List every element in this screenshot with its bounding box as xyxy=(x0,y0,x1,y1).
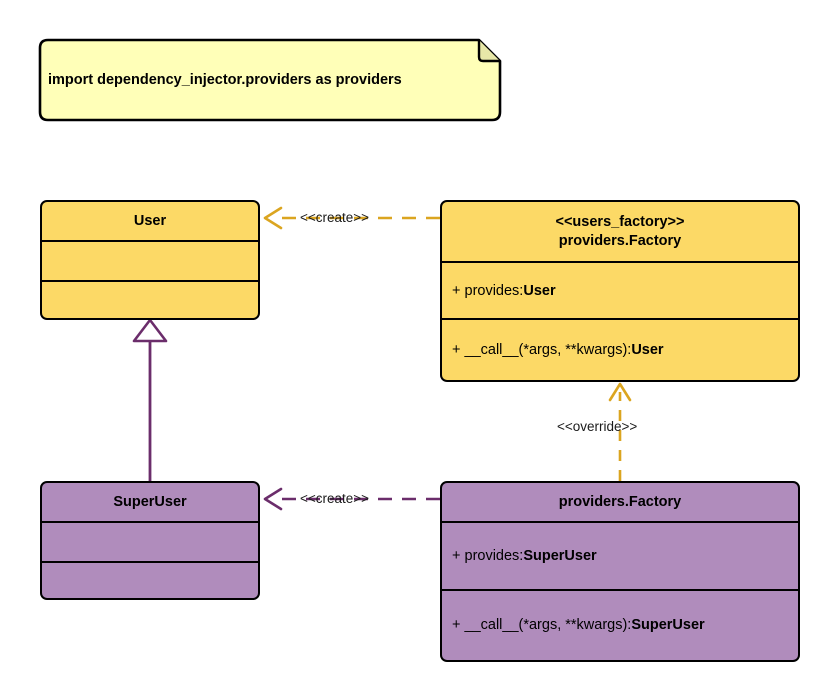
class-name-providers-factory: providers.Factory xyxy=(558,493,682,510)
edge-label-create-user: <<create>> xyxy=(300,210,370,225)
class-box-superuser[interactable]: SuperUser xyxy=(40,481,260,600)
relation-create-superuser xyxy=(263,487,440,511)
class-name-user: User xyxy=(133,212,167,229)
class-name-users-factory: providers.Factory xyxy=(558,232,682,249)
class-attributes-superuser xyxy=(42,521,258,561)
method-label: __call__(*args, **kwargs): xyxy=(464,617,632,633)
class-title-users-factory: <<users_factory>> providers.Factory xyxy=(442,202,798,261)
class-stereotype-users-factory: <<users_factory>> xyxy=(555,213,685,230)
class-title-superuser: SuperUser xyxy=(42,483,258,521)
edge-label-create-superuser: <<create>> xyxy=(300,491,370,506)
attribute-visibility: + xyxy=(452,282,461,299)
class-method-row: + __call__(*args, **kwargs): SuperUser xyxy=(442,589,798,659)
class-box-user[interactable]: User xyxy=(40,200,260,320)
class-name-superuser: SuperUser xyxy=(113,493,187,510)
attribute-type: SuperUser xyxy=(523,548,597,564)
class-box-providers-factory[interactable]: providers.Factory + provides: SuperUser … xyxy=(440,481,800,662)
method-label: __call__(*args, **kwargs): xyxy=(464,341,632,358)
method-type: User xyxy=(631,341,664,358)
note-shape xyxy=(38,38,502,122)
class-method-row: + __call__(*args, **kwargs): User xyxy=(442,318,798,379)
attribute-visibility: + xyxy=(452,548,461,564)
class-methods-superuser xyxy=(42,561,258,597)
relation-override xyxy=(608,382,632,481)
attribute-type: User xyxy=(523,282,556,299)
relation-create-user xyxy=(263,206,440,230)
method-type: SuperUser xyxy=(631,617,705,633)
class-methods-user xyxy=(42,280,258,317)
method-visibility: + xyxy=(452,617,461,633)
class-title-providers-factory: providers.Factory xyxy=(442,483,798,521)
note-text: import dependency_injector.providers as … xyxy=(48,72,402,88)
class-attribute-row: + provides: User xyxy=(442,261,798,318)
attribute-label: provides: xyxy=(464,548,524,564)
class-attributes-user xyxy=(42,240,258,280)
relation-generalization xyxy=(132,318,168,481)
class-box-users-factory[interactable]: <<users_factory>> providers.Factory + pr… xyxy=(440,200,800,382)
class-title-user: User xyxy=(42,202,258,240)
method-visibility: + xyxy=(452,341,461,358)
edge-label-override: <<override>> xyxy=(557,419,638,434)
class-attribute-row: + provides: SuperUser xyxy=(442,521,798,589)
attribute-label: provides: xyxy=(464,282,524,299)
